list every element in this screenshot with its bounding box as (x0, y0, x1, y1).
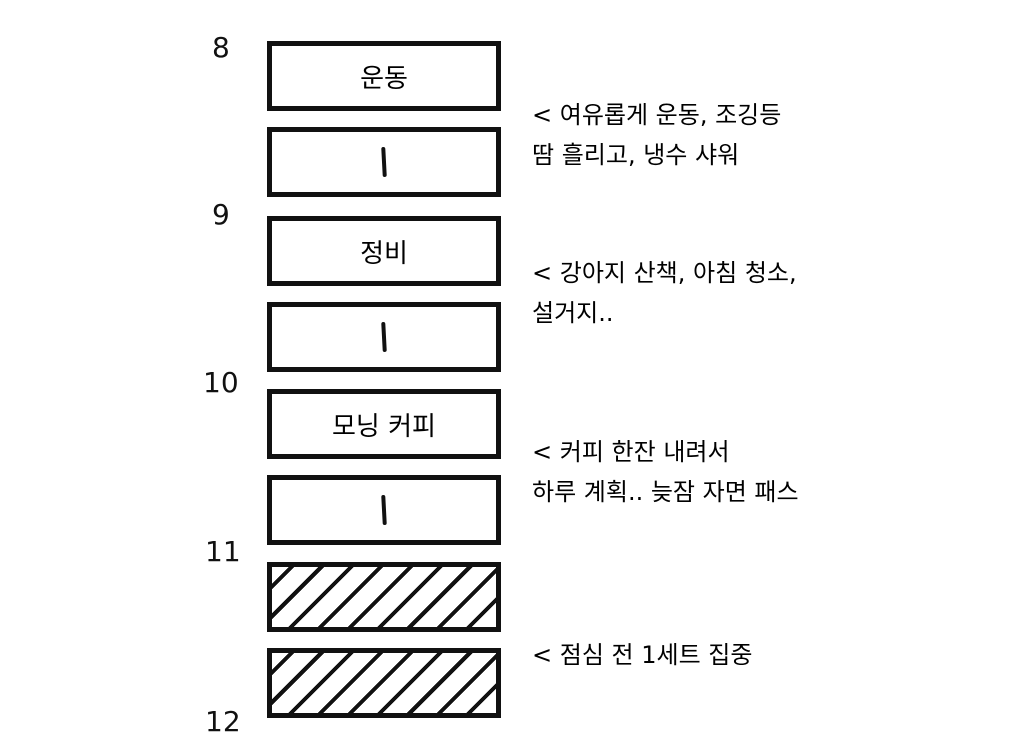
block-focus-set-2 (267, 648, 501, 718)
note-exercise: < 여유롭게 운동, 조깅등 땀 흘리고, 냉수 샤워 (532, 95, 781, 175)
continuation-mark: ㅣ (381, 146, 387, 178)
block-tidy-up-continued: ㅣ (267, 302, 501, 372)
note-focus-set: < 점심 전 1세트 집중 (532, 635, 752, 675)
note-line: < 강아지 산책, 아침 청소, (532, 259, 797, 287)
block-label-tidy-up: 정비 (360, 238, 408, 269)
block-morning-coffee-continued: ㅣ (267, 475, 501, 545)
continuation-mark: ㅣ (381, 321, 387, 353)
note-tidy-up: < 강아지 산책, 아침 청소, 설거지.. (532, 253, 797, 333)
note-line: < 커피 한잔 내려서 (532, 438, 730, 466)
block-label-exercise: 운동 (360, 63, 408, 94)
block-morning-coffee: 모닝 커피 (267, 389, 501, 459)
hour-label-11: 11 (205, 535, 241, 568)
block-tidy-up: 정비 (267, 216, 501, 286)
continuation-mark: ㅣ (381, 494, 387, 526)
block-label-morning-coffee: 모닝 커피 (332, 411, 436, 442)
hour-label-8: 8 (212, 31, 230, 64)
hour-label-9: 9 (212, 198, 230, 231)
block-exercise-continued: ㅣ (267, 127, 501, 197)
hour-label-12: 12 (205, 705, 241, 738)
hour-label-10: 10 (203, 366, 239, 399)
block-focus-set-1 (267, 562, 501, 632)
note-line: 설거지.. (532, 299, 614, 327)
note-line: < 점심 전 1세트 집중 (532, 641, 753, 669)
block-exercise: 운동 (267, 41, 501, 111)
note-morning-coffee: < 커피 한잔 내려서 하루 계획.. 늦잠 자면 패스 (532, 432, 799, 512)
note-line: 하루 계획.. 늦잠 자면 패스 (532, 478, 799, 506)
note-line: 땀 흘리고, 냉수 샤워 (532, 141, 740, 169)
note-line: < 여유롭게 운동, 조깅등 (532, 101, 782, 129)
